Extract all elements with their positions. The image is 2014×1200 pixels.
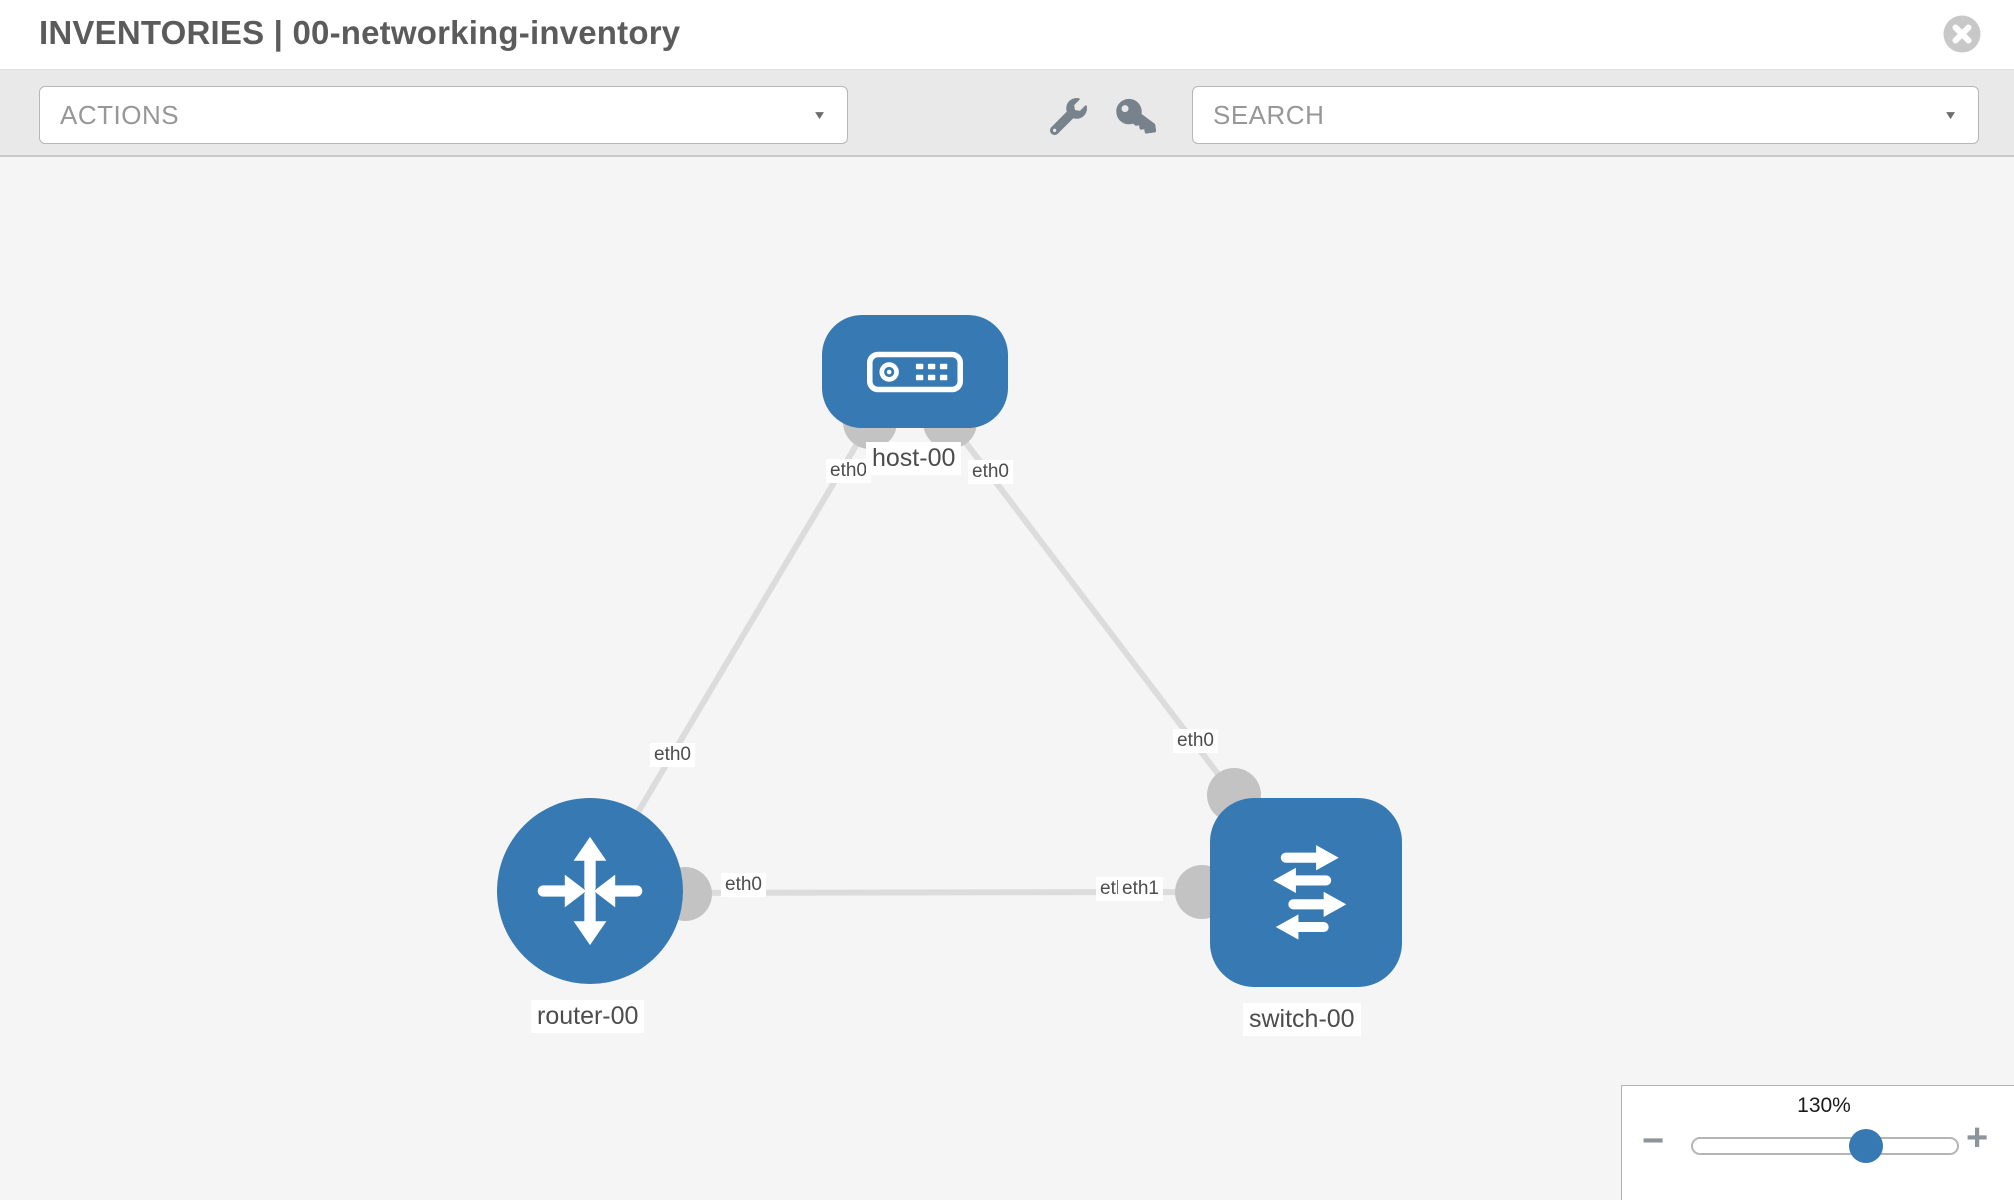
topology-links-layer — [587, 395, 1261, 921]
search-dropdown-label: SEARCH — [1213, 99, 1325, 130]
node-label-router[interactable]: router-00 — [531, 1000, 645, 1034]
panel-header: INVENTORIES | 00-networking-inventory — [0, 0, 2014, 70]
interface-label: eth0 — [826, 459, 871, 483]
router-icon — [537, 836, 643, 946]
node-label-host[interactable]: host-00 — [866, 442, 962, 476]
interface-label: eth0 — [1173, 729, 1218, 753]
host-icon — [867, 351, 963, 392]
zoom-out-button[interactable]: − — [1642, 1120, 1665, 1162]
close-button[interactable] — [1943, 15, 1981, 53]
node-label-switch[interactable]: switch-00 — [1243, 1003, 1361, 1037]
search-dropdown[interactable]: SEARCH ▼ — [1192, 86, 1979, 144]
interface-label: eth0 — [968, 460, 1013, 484]
node-router[interactable] — [497, 798, 683, 984]
toolbar: ACTIONS ▼ SEARCH ▼ — [0, 70, 2014, 157]
chevron-down-icon: ▼ — [812, 108, 827, 122]
actions-dropdown[interactable]: ACTIONS ▼ — [39, 86, 848, 144]
page-title: INVENTORIES | 00-networking-inventory — [39, 14, 681, 51]
credentials-button[interactable] — [1113, 94, 1157, 138]
topology-canvas[interactable]: eth0 eth0 eth0 eth0 eth0 eth0 eth1 host-… — [0, 159, 2014, 1200]
close-icon — [1943, 15, 1981, 53]
interface-label: eth1 — [1118, 877, 1163, 901]
configure-button[interactable] — [1046, 94, 1090, 138]
interface-label: eth0 — [721, 873, 766, 897]
node-switch[interactable] — [1210, 798, 1402, 987]
interface-label: eth0 — [650, 743, 695, 767]
zoom-slider-track[interactable] — [1691, 1129, 1959, 1163]
zoom-in-button[interactable]: + — [1966, 1117, 1989, 1159]
chevron-down-icon: ▼ — [1943, 108, 1958, 122]
node-host[interactable] — [822, 315, 1008, 428]
zoom-slider-thumb[interactable] — [1849, 1129, 1883, 1163]
switch-icon — [1273, 844, 1347, 940]
wrench-icon — [1049, 97, 1087, 135]
actions-dropdown-label: ACTIONS — [60, 99, 180, 130]
key-icon — [1115, 98, 1156, 134]
zoom-panel: 130% − + — [1621, 1085, 2014, 1200]
zoom-level: 130% — [1797, 1094, 1851, 1117]
